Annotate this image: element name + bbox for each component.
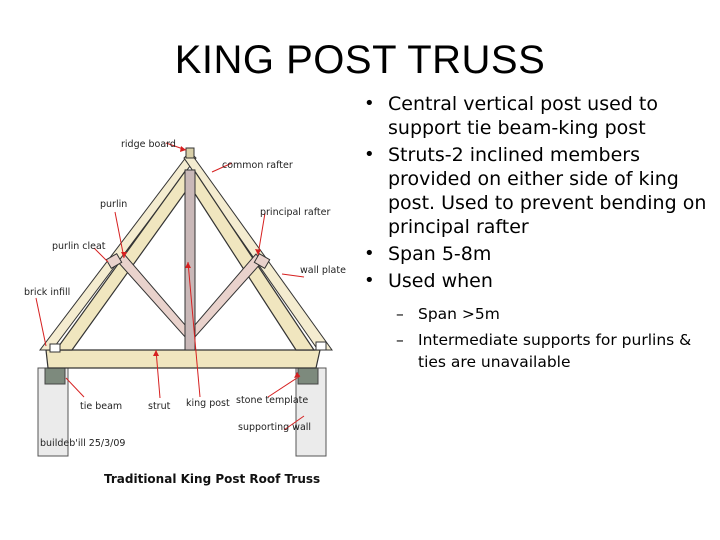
bullet-item: • Central vertical post used to support …	[362, 92, 712, 140]
label-wall-plate: wall plate	[300, 265, 346, 276]
tie-beam	[45, 349, 321, 369]
label-purlin: purlin	[100, 199, 127, 210]
label-supporting-wall-text: supporting wall	[238, 422, 311, 433]
sub-bullet-text: Intermediate supports for purlins & ties…	[418, 331, 692, 371]
supporting-wall-right	[295, 367, 327, 457]
label-common-rafter: common rafter	[222, 160, 293, 171]
bullet-list-level1: • Central vertical post used to support …	[362, 92, 712, 373]
bullet-text: Span 5-8m	[388, 243, 492, 265]
sub-bullet-dash: –	[396, 305, 404, 323]
label-principal-rafter: principal rafter	[260, 207, 330, 218]
bullet-list: • Central vertical post used to support …	[362, 92, 712, 377]
ridge-board	[185, 147, 195, 159]
slide-title: KING POST TRUSS	[174, 38, 546, 82]
bullet-item: • Span 5-8m	[362, 242, 712, 266]
king-post-truss-diagram: ridge board common rafter purlin princip…	[24, 139, 346, 486]
purlins	[105, 252, 271, 270]
bullet-dot: •	[364, 243, 375, 264]
bullet-dot: •	[364, 144, 375, 165]
label-tie-beam: tie beam	[80, 401, 122, 412]
bullet-dot: •	[364, 270, 375, 291]
bullet-item: • Struts-2 inclined members provided on …	[362, 143, 712, 239]
bullet-text: Used when	[388, 270, 493, 292]
label-supporting-wall: supporting wall	[238, 422, 311, 433]
label-king-post: king post	[186, 398, 230, 409]
leader-lines	[35, 142, 305, 431]
leader-arrowheads	[121, 146, 300, 378]
bullet-dot: •	[364, 93, 375, 114]
label-purlin-cleat: purlin cleat	[52, 241, 106, 252]
diagram-caption: Traditional King Post Roof Truss	[104, 472, 320, 486]
sub-bullet-item: – Span >5m	[388, 303, 712, 325]
label-brick-infill: brick infill	[24, 287, 70, 298]
sub-bullet-text: Span >5m	[418, 305, 500, 323]
supporting-wall-left	[37, 367, 69, 457]
bullet-text: Struts-2 inclined members provided on ei…	[388, 144, 707, 238]
king-post	[184, 169, 196, 351]
bullet-text: Central vertical post used to support ti…	[388, 93, 658, 139]
sub-bullet-item: – Intermediate supports for purlins & ti…	[388, 329, 712, 373]
bullet-item: • Used when – Span >5m – Intermediate su…	[362, 269, 712, 373]
label-copyright: buildeb'ill 25/3/09	[40, 438, 125, 449]
sub-bullet-dash: –	[396, 331, 404, 349]
label-strut: strut	[148, 401, 171, 412]
label-stone-template: stone template	[236, 395, 308, 406]
wall-plates	[49, 341, 327, 353]
sub-bullet-list: – Span >5m – Intermediate supports for p…	[388, 303, 712, 373]
strut-left	[117, 253, 187, 340]
strut-right	[193, 253, 263, 340]
label-ridge-board: ridge board	[121, 139, 176, 150]
